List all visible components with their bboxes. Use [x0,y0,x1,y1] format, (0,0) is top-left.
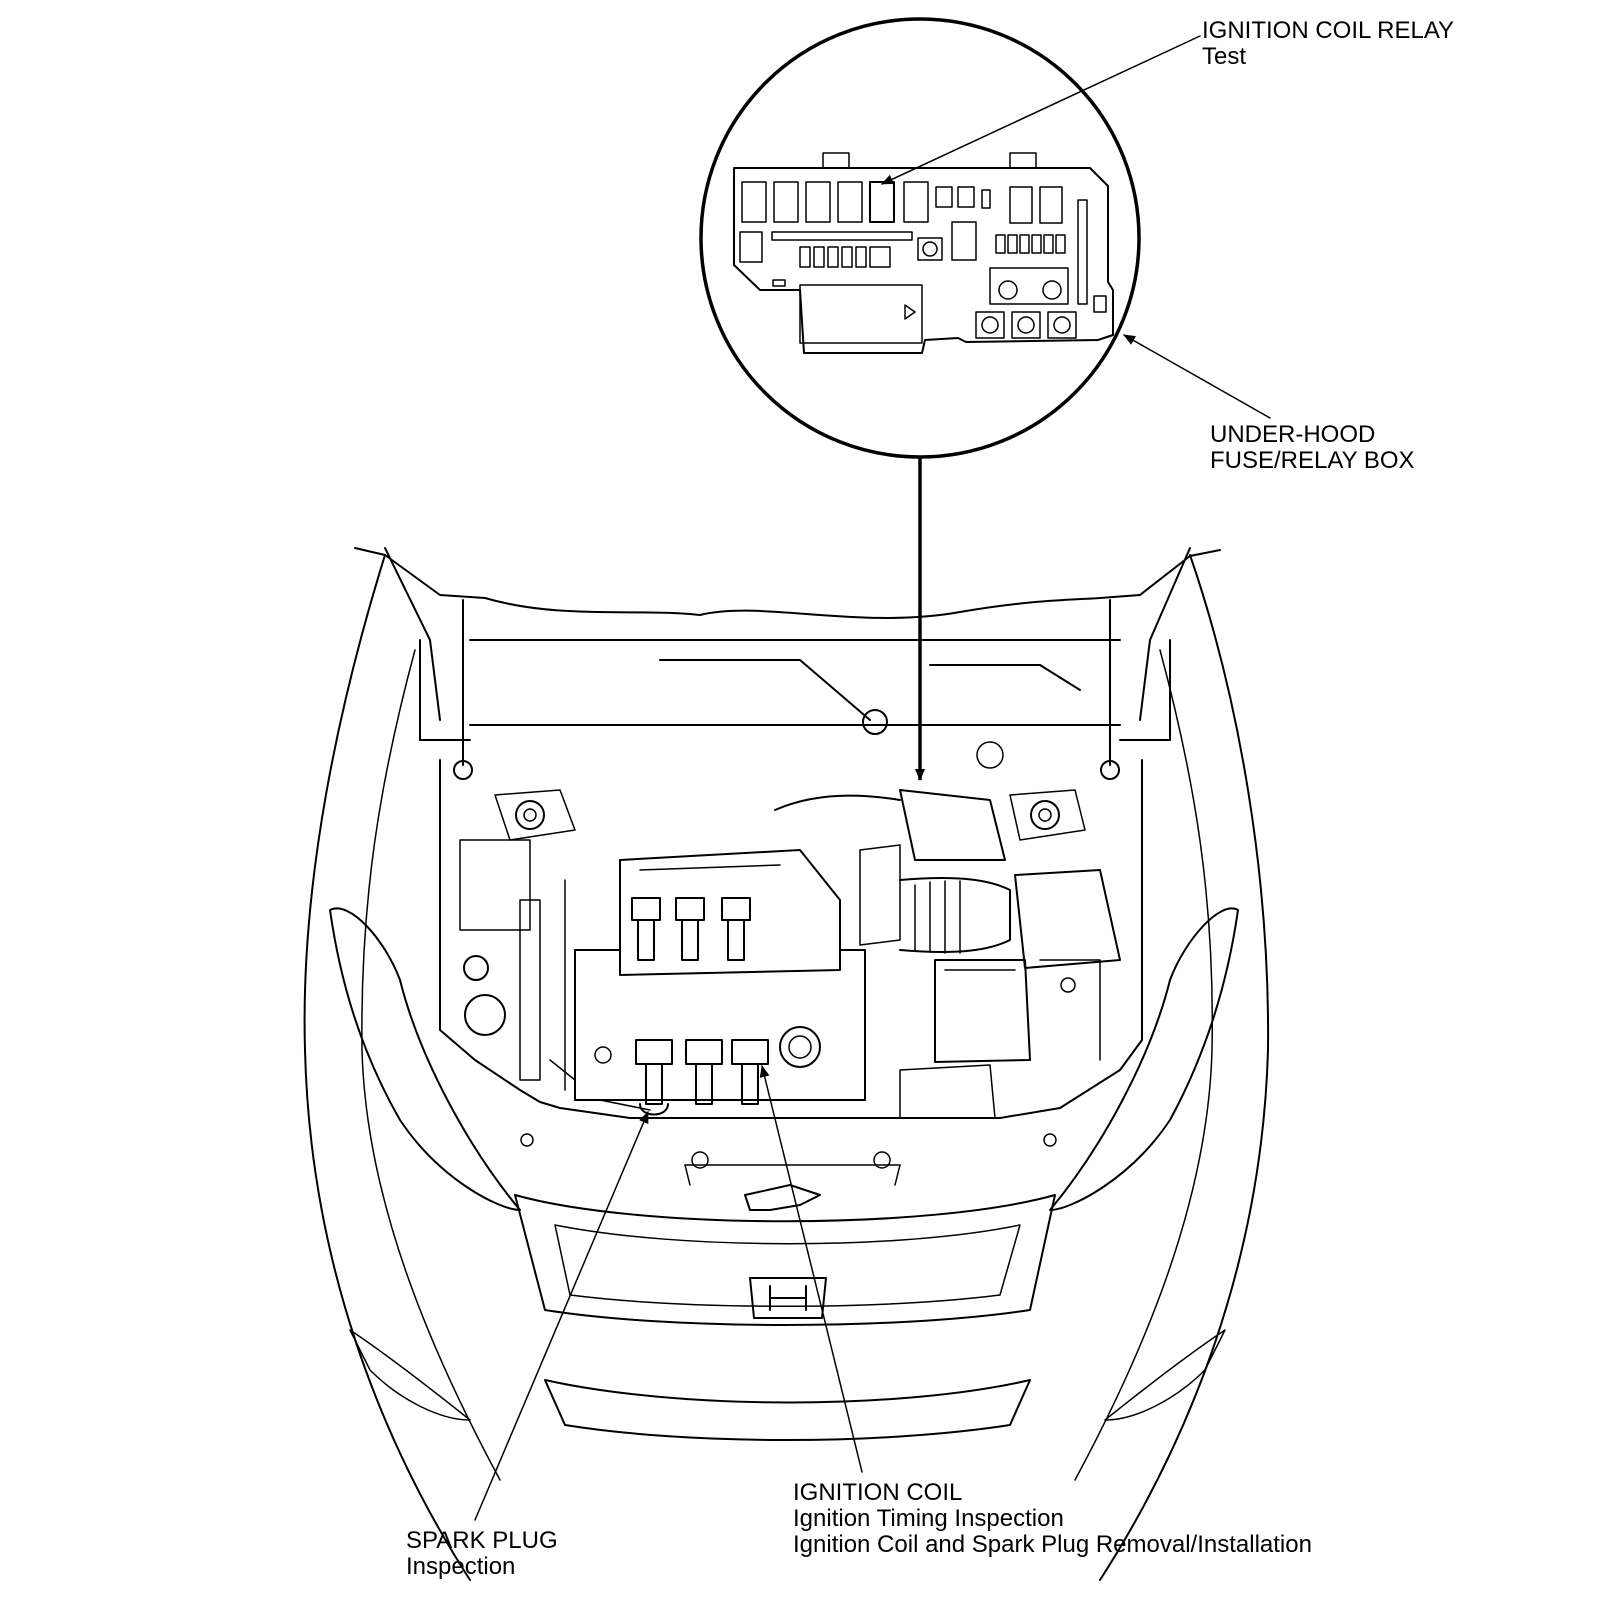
detail-magnifier-circle [699,17,1141,781]
fusebox-subtitle: FUSE/RELAY BOX [1210,447,1415,474]
engine-compartment [459,741,1121,1119]
callout-under-hood-fuse-box: UNDER-HOOD FUSE/RELAY BOX [1210,421,1415,474]
under-hood-fuse-relay-box [733,152,1114,354]
coil-title: IGNITION COIL [793,1479,962,1506]
callout-ignition-coil: IGNITION COIL Ignition Timing Inspection… [793,1479,1312,1558]
callout-spark-plug: SPARK PLUG Inspection [406,1527,558,1580]
relay-title: IGNITION COIL RELAY [1202,17,1454,44]
ignition-coil-rear-bank [631,897,751,961]
plug-subtitle: Inspection [406,1553,515,1580]
ignition-coil-front-bank [635,1039,769,1105]
fusebox-title: UNDER-HOOD [1210,421,1375,448]
ignition-coil-relay [869,181,895,223]
callout-ignition-coil-relay: IGNITION COIL RELAY Test [1202,17,1454,70]
plug-title: SPARK PLUG [406,1527,558,1554]
relay-subtitle: Test [1202,43,1246,70]
leader-lines [474,35,1271,1521]
car-body-outline [303,547,1270,1581]
coil-subtitle-2: Ignition Coil and Spark Plug Removal/Ins… [793,1531,1312,1558]
coil-subtitle-1: Ignition Timing Inspection [793,1505,1064,1532]
